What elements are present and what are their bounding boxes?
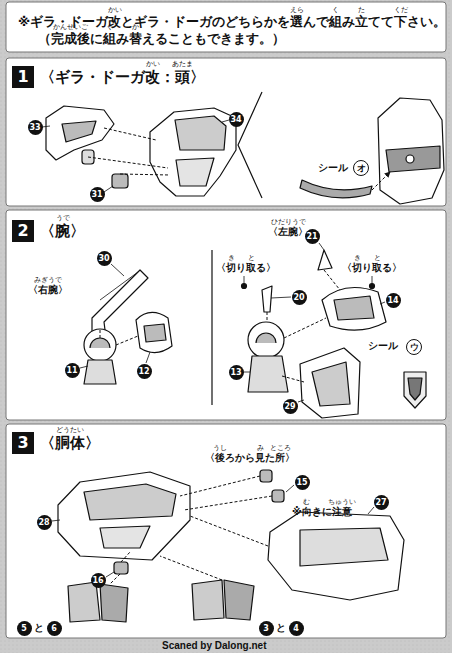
furigana: か	[132, 24, 139, 31]
cut-note: 〈切り取る〉	[342, 262, 402, 274]
callout-number: 4	[289, 621, 304, 636]
step-number: 2	[17, 221, 28, 240]
furigana: うし	[213, 445, 227, 452]
callout-number: 21	[305, 229, 320, 244]
furigana: ところ	[270, 445, 291, 452]
caution-note: ※向きに注意	[292, 506, 352, 518]
sticker-letter: オ	[353, 160, 369, 176]
callout-number: 31	[90, 187, 105, 202]
furigana: む	[303, 499, 310, 506]
furigana: く	[332, 7, 339, 14]
furigana: き	[354, 255, 361, 262]
furigana: かい	[146, 61, 160, 68]
callout-number: 11	[65, 363, 80, 378]
step-number: 3	[17, 433, 28, 452]
callout-number: 30	[97, 251, 112, 266]
callout-number: 3	[259, 621, 274, 636]
furigana: み	[257, 445, 264, 452]
furigana: かんせいご	[53, 24, 88, 31]
furigana: どうたい	[56, 427, 84, 434]
section-title: 〈胴体〉	[40, 435, 100, 452]
joiner-text: と	[34, 622, 44, 634]
callout-number: 13	[229, 365, 244, 380]
step-number-box: 2	[12, 220, 34, 242]
furigana: みぎうで	[34, 277, 62, 284]
furigana: かい	[108, 7, 122, 14]
sticker-letter: ウ	[406, 339, 422, 355]
furigana: く	[106, 24, 113, 31]
step-number: 1	[17, 67, 28, 86]
cut-note: 〈切り取る〉	[216, 262, 276, 274]
sticker-label: シール	[368, 340, 398, 352]
furigana: くだ	[394, 7, 408, 14]
furigana: と	[374, 255, 381, 262]
sub-title: 〈左腕〉	[268, 226, 308, 238]
furigana: と	[248, 255, 255, 262]
furigana: うで	[56, 215, 70, 222]
callout-number: 16	[91, 573, 106, 588]
furigana: えら	[290, 7, 304, 14]
furigana: ちゅうい	[328, 499, 356, 506]
section-title: 〈ギラ・ドーガ改：頭〉	[40, 69, 205, 86]
furigana: あたま	[172, 61, 193, 68]
callout-number: 33	[28, 120, 43, 135]
callout-number: 5	[17, 621, 32, 636]
callout-number: 20	[292, 290, 307, 305]
furigana: き	[228, 255, 235, 262]
step-number-box: 1	[12, 66, 34, 88]
sub-title: 〈右腕〉	[28, 284, 68, 296]
callout-number: 14	[386, 293, 401, 308]
callout-number: 34	[229, 112, 244, 127]
note-text: （完成後に組み替えることもできます。）	[38, 32, 285, 46]
callout-number: 6	[47, 621, 62, 636]
callout-number: 15	[295, 475, 310, 490]
callout-number: 29	[283, 399, 298, 414]
callout-number: 12	[137, 364, 152, 379]
section-title: 〈腕〉	[40, 223, 85, 240]
scan-credit: Scaned by Dalong.net	[160, 640, 268, 652]
joiner-text: と	[276, 622, 286, 634]
callout-number: 28	[37, 515, 52, 530]
callout-number: 27	[374, 495, 389, 510]
sticker-label: シール	[318, 162, 348, 174]
furigana: ひだりうで	[271, 219, 306, 226]
step-number-box: 3	[12, 432, 34, 454]
furigana: た	[358, 7, 365, 14]
view-note: 〈後ろから見た所〉	[205, 452, 295, 464]
